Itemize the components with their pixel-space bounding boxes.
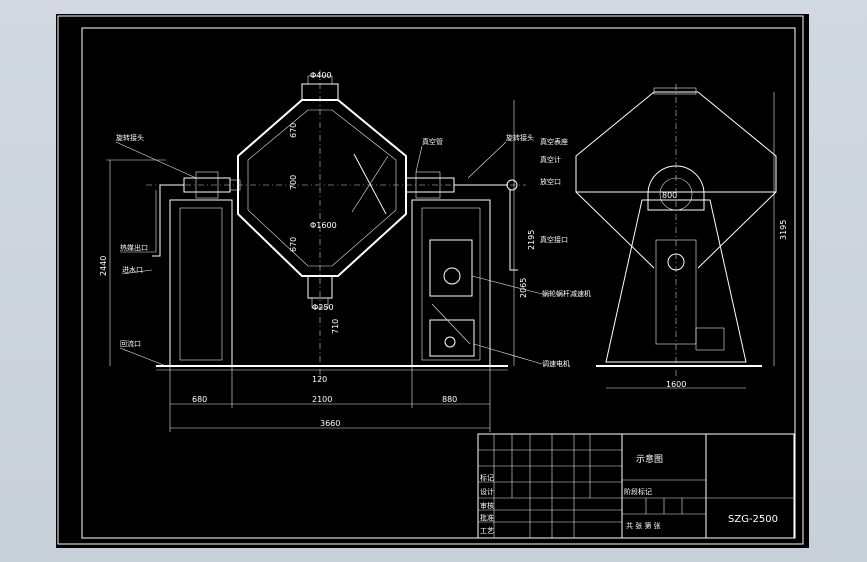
side-stand: [605, 199, 747, 363]
tb-stage-mark: 阶段标记: [624, 487, 652, 496]
drawing-canvas[interactable]: 旋转接头 热媒出口 进水口 回流口 真空管 旋转接头 真空表座 真空计 放空口 …: [56, 14, 809, 548]
front-dimensions: Φ400 670 700 670 Φ1600 Φ250 710 120 2440…: [99, 71, 536, 432]
inner-frame: [81, 27, 796, 539]
leader-7: [471, 275, 543, 295]
dim-outlet-diameter: Φ250: [312, 303, 334, 312]
right-bearing: [415, 171, 441, 199]
reducer-wheel: [443, 267, 461, 285]
inner-filter: [351, 155, 389, 213]
tb-model-number: SZG-2500: [728, 514, 778, 525]
leader-3: [121, 269, 153, 275]
dim-height-right: 2195: [527, 230, 536, 250]
tb-sheet-info: 共 张 第 张: [626, 521, 661, 530]
dim-total-length: 3660: [320, 419, 340, 428]
tb-drawing-title: 示意图: [636, 453, 663, 465]
label-rotary-joint-right: 旋转接头: [506, 133, 534, 142]
leader-6: [467, 141, 507, 179]
dim-cylinder: 700: [289, 175, 298, 190]
tb-approve: 批准: [480, 513, 494, 522]
front-view: [146, 70, 526, 382]
side-view: 1600 800 3195: [575, 84, 788, 389]
title-block-frame: [477, 433, 795, 539]
tb-design: 设计: [480, 487, 494, 496]
right-support-frame: [411, 199, 491, 367]
label-motor: 调速电机: [542, 359, 570, 368]
vessel-outer: [237, 99, 407, 277]
label-vacuum-interface: 真空接口: [540, 235, 568, 244]
title-block: 标记 设计 审核 批准 工艺 示意图 阶段标记 共 张 第 张 SZG-2500: [477, 433, 795, 539]
outer-frame: [57, 15, 804, 545]
dim-cone-bottom: 670: [289, 237, 298, 252]
tb-process: 工艺: [480, 527, 494, 535]
dim-side-shaft: 800: [662, 191, 677, 200]
side-vessel-top: [575, 91, 777, 193]
side-cone-left: [575, 191, 655, 269]
label-worm-reducer: 蜗轮蜗杆减速机: [542, 289, 591, 298]
label-inlet: 进水口: [122, 265, 143, 274]
dim-axis-height: 2065: [519, 278, 528, 298]
left-support-inner: [179, 207, 223, 361]
tb-check: 审核: [480, 501, 494, 510]
label-heat-medium-outlet: 热媒出口: [120, 243, 148, 252]
leader-5: [415, 145, 423, 173]
dim-cone-top: 670: [289, 123, 298, 138]
drawing-svg: 旋转接头 热媒出口 进水口 回流口 真空管 旋转接头 真空表座 真空计 放空口 …: [57, 15, 804, 545]
label-return-outlet: 回流口: [120, 339, 141, 348]
dim-side-width: 1600: [666, 380, 686, 389]
label-release-port: 放空口: [540, 177, 561, 186]
dim-total-height-left: 2440: [99, 256, 108, 276]
dim-left-span: 680: [192, 395, 207, 404]
dim-vessel-diameter: Φ1600: [310, 221, 337, 230]
front-labels: 旋转接头 热媒出口 进水口 回流口 真空管 旋转接头 真空表座 真空计 放空口 …: [115, 133, 591, 368]
side-motor: [695, 327, 725, 351]
motor-box: [429, 319, 475, 357]
right-vertical-pipe: [509, 190, 518, 271]
heating-inlet-pipe: [152, 184, 184, 257]
motor-wheel: [444, 336, 456, 348]
dim-top-diameter: Φ400: [310, 71, 332, 80]
dim-axis-offset: 120: [312, 375, 327, 384]
side-bearing-housing: [647, 165, 705, 211]
dim-side-height: 3195: [779, 220, 788, 240]
left-shaft: [229, 179, 241, 191]
label-vacuum-line: 真空管: [422, 137, 443, 146]
tb-mark: 标记: [480, 473, 494, 482]
leader-4: [119, 347, 167, 367]
label-rotary-joint-left: 旋转接头: [116, 133, 144, 142]
vacuum-gauge: [506, 179, 518, 191]
label-vacuum-gauge-port: 真空表座: [540, 137, 568, 146]
side-cone-right: [697, 191, 777, 269]
dim-right-span: 880: [442, 395, 457, 404]
dim-center-span: 2100: [312, 395, 332, 404]
side-top-flange: [653, 87, 697, 95]
label-vacuum-meter: 真空计: [540, 155, 561, 164]
leader-8: [473, 343, 543, 365]
left-support-frame: [169, 199, 233, 367]
drive-belt: [431, 303, 471, 345]
left-bearing: [195, 171, 219, 199]
dim-outlet-height: 710: [331, 319, 340, 334]
vessel-inner: [247, 109, 397, 267]
reducer-box: [429, 239, 473, 297]
right-support-inner: [421, 207, 481, 361]
